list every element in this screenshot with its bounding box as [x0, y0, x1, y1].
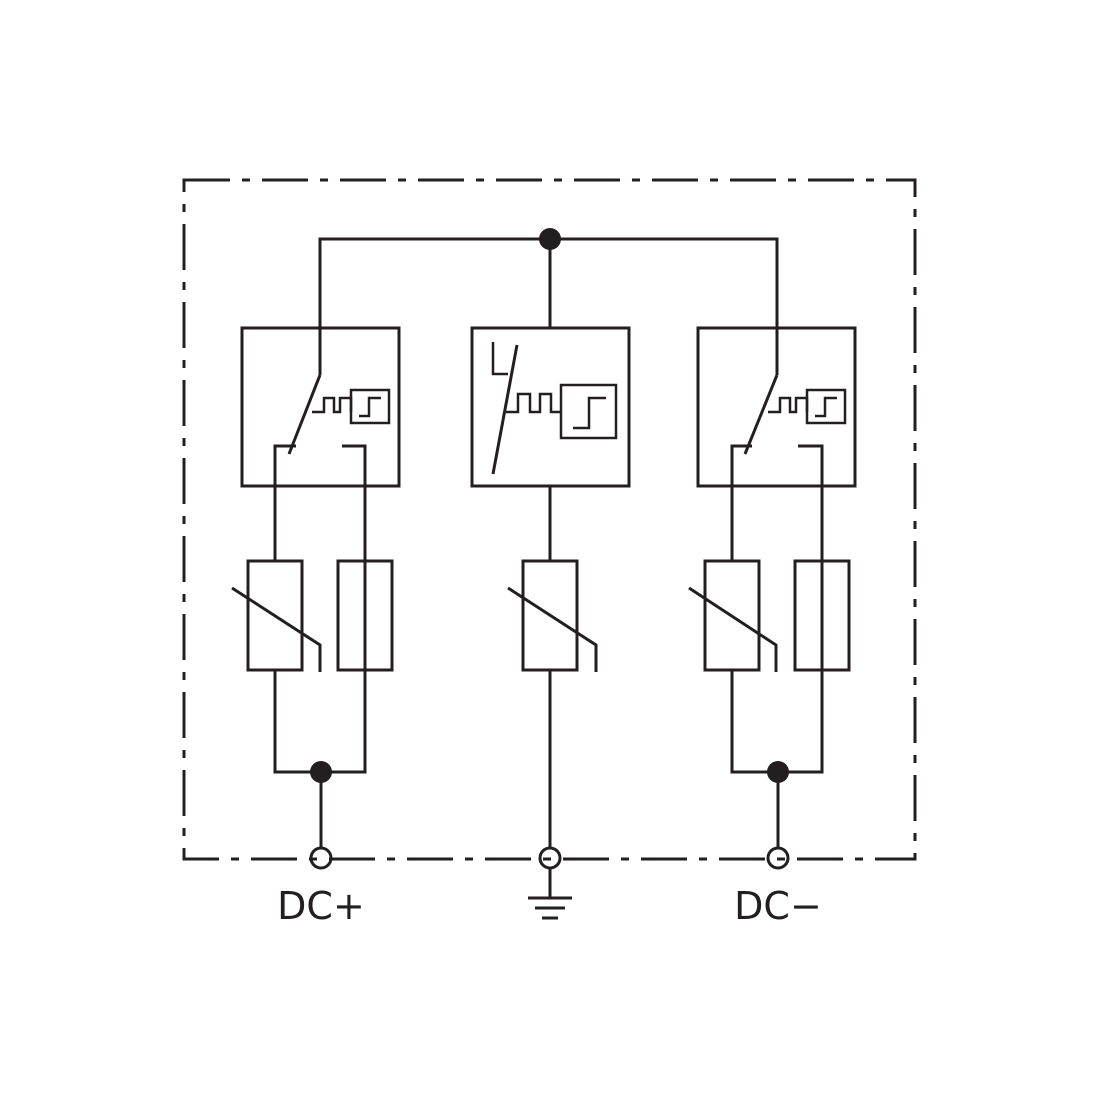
dc-plus-terminal[interactable] — [309, 846, 333, 870]
center-thermal-link — [506, 392, 561, 414]
left-hysteresis-icon — [359, 396, 381, 418]
center-switch-lever — [491, 342, 508, 376]
center-hysteresis-icon — [573, 396, 606, 430]
dc-minus-label: DC− — [734, 884, 822, 928]
left-thermal-box — [349, 388, 391, 425]
right-module — [688, 326, 857, 870]
left-varistor-slash — [231, 586, 322, 672]
center-module — [470, 326, 631, 870]
right-hysteresis-icon — [815, 396, 837, 418]
left-contact-a — [273, 444, 296, 560]
enclosure-frame — [182, 178, 917, 861]
right-disconnector-box — [696, 326, 857, 488]
right-contact-b — [798, 444, 824, 560]
left-module — [231, 326, 401, 870]
left-disconnector-box — [240, 326, 401, 488]
left-switch-blade — [287, 374, 322, 455]
left-thermal-link — [312, 396, 353, 414]
right-switch-blade — [743, 374, 779, 455]
center-switch-blade — [491, 344, 519, 475]
right-thermal-box — [805, 388, 847, 425]
dc-minus-terminal[interactable] — [766, 846, 790, 870]
ground-icon — [528, 868, 572, 920]
center-thermal-box — [559, 383, 618, 440]
right-bottom-join — [730, 670, 824, 774]
right-thermal-link — [768, 396, 809, 414]
dc-plus-label: DC+ — [277, 884, 365, 928]
center-varistor-slash — [507, 586, 598, 672]
top-junction-dot — [539, 228, 561, 250]
right-contact-a — [730, 444, 752, 560]
left-bottom-join — [273, 670, 367, 774]
right-varistor-slash — [688, 586, 778, 672]
left-contact-b — [342, 444, 367, 560]
